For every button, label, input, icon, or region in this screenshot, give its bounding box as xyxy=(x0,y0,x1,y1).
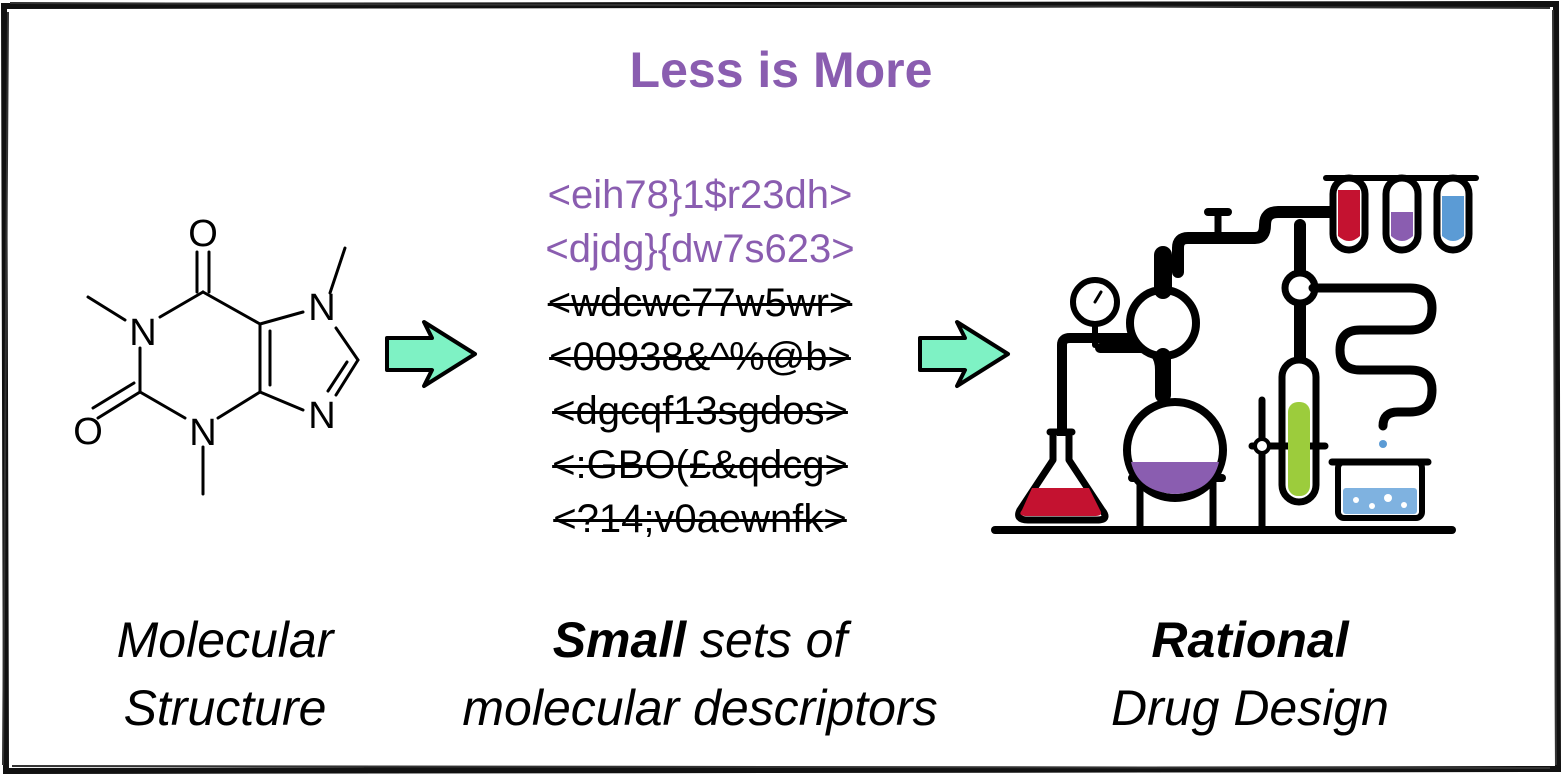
caption-molecular-structure: Molecular Structure xyxy=(60,606,390,742)
caption-line: Structure xyxy=(123,680,327,736)
caption-drug-design: Rational Drug Design xyxy=(1040,606,1460,742)
selected-descriptor: <eih78}1$r23dh> xyxy=(547,173,853,217)
atom-label: O xyxy=(188,213,218,255)
caption-line: molecular descriptors xyxy=(462,680,938,736)
descriptor-list: <eih78}1$r23dh> <djdg}{dw7s623> <wdcwc77… xyxy=(480,168,920,546)
atom-label: N xyxy=(189,412,216,454)
atom-label: N xyxy=(129,312,156,354)
caption-descriptors: Small sets of molecular descriptors xyxy=(410,606,990,742)
caption-text: sets of xyxy=(686,612,848,668)
caption-line: Small sets of xyxy=(410,606,990,674)
discarded-descriptor: <wdcwc77w5wr> xyxy=(547,281,853,325)
caption-line: Rational xyxy=(1040,606,1460,674)
page-title: Less is More xyxy=(629,42,933,98)
atom-label: N xyxy=(308,287,335,329)
caption-emphasis: Small xyxy=(552,612,687,668)
discarded-descriptor: <?14;v0aewnfk> xyxy=(553,497,847,541)
discarded-descriptor: <00938&^%@b> xyxy=(549,335,851,379)
atom-label: N xyxy=(308,395,335,437)
atom-label: O xyxy=(73,411,103,453)
discarded-descriptor: <dgcqf13sgdos> xyxy=(552,389,848,433)
caption-line: Drug Design xyxy=(1111,680,1389,736)
caption-emphasis: Rational xyxy=(1151,612,1349,668)
selected-descriptor: <djdg}{dw7s623> xyxy=(545,227,855,271)
discarded-descriptor: <:GBO(£&qdcg> xyxy=(552,443,848,487)
caption-line: Molecular xyxy=(116,612,334,668)
